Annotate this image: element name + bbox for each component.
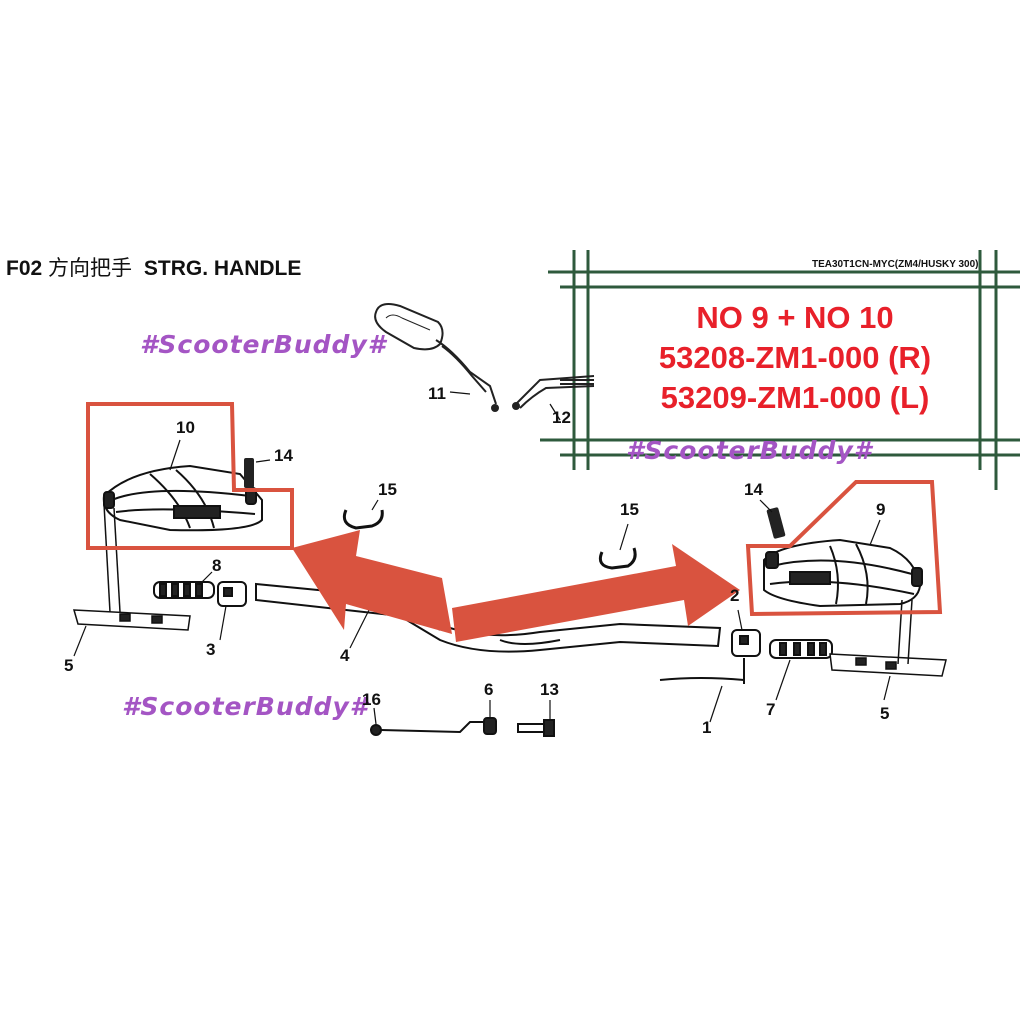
grip-left — [153, 581, 215, 599]
part-label-16: 16 — [362, 690, 381, 709]
part-label-14-right: 14 — [744, 480, 763, 499]
part-label-15-left: 15 — [378, 480, 397, 499]
part-label-4: 4 — [340, 646, 350, 665]
clip-left — [342, 509, 384, 530]
handguard-left — [102, 464, 263, 532]
callout-line-3: 53209-ZM1-000 (L) — [660, 380, 930, 415]
switch-left — [217, 581, 247, 607]
switch-right — [731, 629, 761, 657]
part-label-5-right: 5 — [880, 704, 890, 723]
callout-line-2: 53208-ZM1-000 (R) — [658, 340, 932, 375]
bracket-left — [72, 503, 191, 631]
mirror-right-stem — [512, 375, 595, 410]
highlight-boxes — [86, 402, 943, 617]
title-chinese: 方向把手 — [48, 256, 133, 280]
part-label-2: 2 — [730, 586, 740, 605]
section-code: F02 — [6, 257, 43, 280]
bracket-right — [829, 599, 947, 677]
part-label-5-left: 5 — [64, 656, 74, 675]
highlight-arrows — [292, 530, 740, 642]
watermark-3: #ScooterBuddy# — [122, 692, 369, 721]
clip-right — [598, 547, 637, 570]
lower-hardware — [370, 717, 555, 737]
part-label-13: 13 — [540, 680, 559, 699]
grip-right — [769, 639, 833, 659]
bolt-right — [766, 507, 786, 539]
part-label-7: 7 — [766, 700, 776, 719]
part-label-1: 1 — [702, 718, 712, 737]
part-label-11: 11 — [428, 384, 446, 403]
part-label-14-left: 14 — [274, 446, 293, 465]
mirror-left — [374, 303, 499, 412]
part-label-8: 8 — [212, 556, 222, 575]
part-label-6: 6 — [484, 680, 494, 699]
watermark-2: #ScooterBuddy# — [626, 436, 873, 465]
part-label-15-right: 15 — [620, 500, 639, 519]
part-label-10: 10 — [176, 418, 195, 437]
page-title: F02 方向把手 STRG. HANDLE — [6, 252, 301, 282]
part-label-9: 9 — [876, 500, 886, 519]
throttle-cable — [659, 658, 745, 684]
title-english: STRG. HANDLE — [143, 257, 302, 280]
callout-line-1: NO 9 + NO 10 — [696, 300, 894, 335]
part-label-3: 3 — [206, 640, 216, 659]
watermark-1: #ScooterBuddy# — [140, 330, 387, 359]
model-code: TEA30T1CN-MYC(ZM4/HUSKY 300) — [812, 259, 979, 270]
bolt-left — [244, 458, 254, 488]
leader-lines — [73, 391, 891, 725]
handguard-right — [763, 538, 923, 608]
part-label-12: 12 — [552, 408, 571, 427]
callout-frame — [540, 250, 1020, 490]
